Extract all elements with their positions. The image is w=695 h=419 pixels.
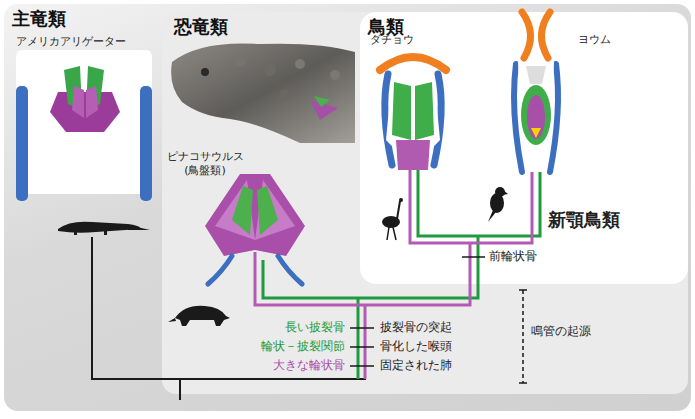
tree-purple-part (364, 305, 367, 379)
origin-bracket (519, 290, 527, 383)
species-label: アメリカアリゲーター (16, 35, 126, 49)
dinosaur-photo-part (314, 96, 330, 107)
alligator-silhouette-part (128, 225, 150, 230)
tree-green-part (418, 170, 540, 236)
parrot-larynx-part (521, 85, 551, 145)
ostrich-larynx-part (392, 82, 411, 140)
trait-label: 長い披裂骨 (285, 320, 345, 336)
parrot-larynx-part (541, 12, 550, 58)
ostrich-larynx (380, 57, 446, 170)
label-holder: 大きな輪状骨 (273, 358, 345, 374)
ostrich-silhouette-part (387, 227, 396, 240)
tree-purple (255, 170, 532, 379)
dinosaur-photo-part (235, 57, 245, 67)
clade-name: 新顎鳥類 (548, 208, 620, 231)
alligator-larynx-part (86, 86, 98, 118)
pinacosaurus-larynx-part (278, 256, 302, 284)
species-label: 披裂骨の突起 (380, 320, 452, 336)
parrot-silhouette (488, 187, 508, 222)
dinosaur-photo-part (264, 64, 276, 76)
alligator-larynx-part (140, 86, 152, 201)
trait-tick-part (350, 327, 374, 329)
label-holder: 輪状－披裂関節 (261, 339, 345, 355)
species-label: 骨化した喉頭 (380, 339, 452, 355)
alligator-silhouette-part (74, 230, 77, 235)
parrot-larynx-part (527, 95, 545, 139)
ostrich-larynx-part (396, 140, 430, 170)
label-holder: 新顎鳥類 (548, 208, 620, 231)
alligator-larynx-part (16, 86, 28, 201)
label-holder: 長い披裂骨 (285, 320, 345, 336)
clade-heading: 恐竜類 (174, 16, 228, 38)
alligator-silhouette-part (104, 230, 107, 235)
origin-bracket-part (519, 382, 527, 384)
trait-tick-part (462, 256, 485, 258)
pinacosaurus-larynx-part (208, 256, 232, 284)
parrot-larynx-part (526, 66, 546, 84)
pinacosaurus-silhouette-part (168, 318, 176, 322)
origin-bracket-part (519, 289, 527, 291)
tree-black-part (179, 379, 181, 400)
species-label: 鳴管の起源 (531, 324, 591, 340)
alligator-silhouette (58, 222, 150, 235)
tree-purple-part (410, 170, 532, 243)
trait-label: 大きな輪状骨 (273, 358, 345, 374)
origin-bracket-part (522, 290, 524, 383)
label-holder: 骨化した喉頭 (380, 339, 452, 355)
pinacosaurus-larynx-part (215, 180, 255, 240)
species-label: 固定された肺 (380, 358, 452, 374)
dinosaur-photo (171, 43, 355, 143)
label-holder: 鳴管の起源 (531, 324, 591, 340)
tree-green-part (263, 236, 478, 298)
alligator-silhouette-part (58, 222, 140, 233)
label-holder: ピナコサウルス (鳥盤類) (159, 150, 251, 179)
dinosaur-photo-part (171, 43, 355, 143)
parrot-larynx-part (522, 12, 531, 58)
label-holder: ダチョウ (370, 33, 414, 47)
ostrich-silhouette (382, 198, 403, 240)
parrot-silhouette-part (488, 210, 496, 222)
species-label: ピナコサウルス (鳥盤類) (159, 150, 251, 179)
parrot-larynx-part (518, 62, 554, 172)
label-holder: 前輪状骨 (489, 249, 537, 265)
pinacosaurus-silhouette (168, 306, 230, 326)
dinosaur-photo-part (201, 68, 209, 76)
ostrich-silhouette-part (399, 198, 403, 202)
pinacosaurus-larynx-part (257, 186, 278, 235)
alligator-larynx (16, 50, 152, 201)
tree-purple-part (255, 243, 470, 305)
parrot-larynx-part (531, 128, 541, 138)
alligator-larynx-part (50, 92, 120, 132)
clade-heading: 主竜類 (12, 8, 66, 30)
parrot-larynx (514, 12, 558, 172)
pinacosaurus-silhouette-part (175, 306, 230, 326)
trait-tick (350, 257, 485, 366)
dinosaur-photo-part (330, 70, 340, 80)
alligator-larynx-part (72, 86, 84, 118)
pinacosaurus-larynx-part (255, 180, 295, 240)
label-holder: ヨウム (578, 33, 611, 47)
ostrich-silhouette-part (397, 201, 400, 219)
label-holder: 披裂骨の突起 (380, 320, 452, 336)
tree-green-part (357, 298, 360, 379)
ostrich-larynx-part (380, 57, 446, 70)
trait-label: 輪状－披裂関節 (261, 339, 345, 355)
label-holder: アメリカアリゲーター (16, 35, 126, 49)
species-label: 前輪状骨 (489, 249, 537, 265)
alligator-larynx-part (16, 50, 152, 194)
label-holder: 固定された肺 (380, 358, 452, 374)
parrot-silhouette-part (503, 190, 508, 195)
trait-tick-part (350, 346, 374, 348)
tree-black-part (92, 237, 366, 379)
species-label: ヨウム (578, 33, 611, 47)
pinacosaurus-larynx-part (205, 174, 305, 256)
dinosaur-photo-part (279, 89, 291, 101)
trait-tick-part (350, 365, 374, 367)
tree-black (92, 237, 366, 400)
ostrich-larynx-part (415, 82, 434, 140)
dinosaur-photo-part (295, 59, 305, 69)
pinacosaurus-larynx-part (232, 186, 253, 235)
species-label: ダチョウ (370, 33, 414, 47)
